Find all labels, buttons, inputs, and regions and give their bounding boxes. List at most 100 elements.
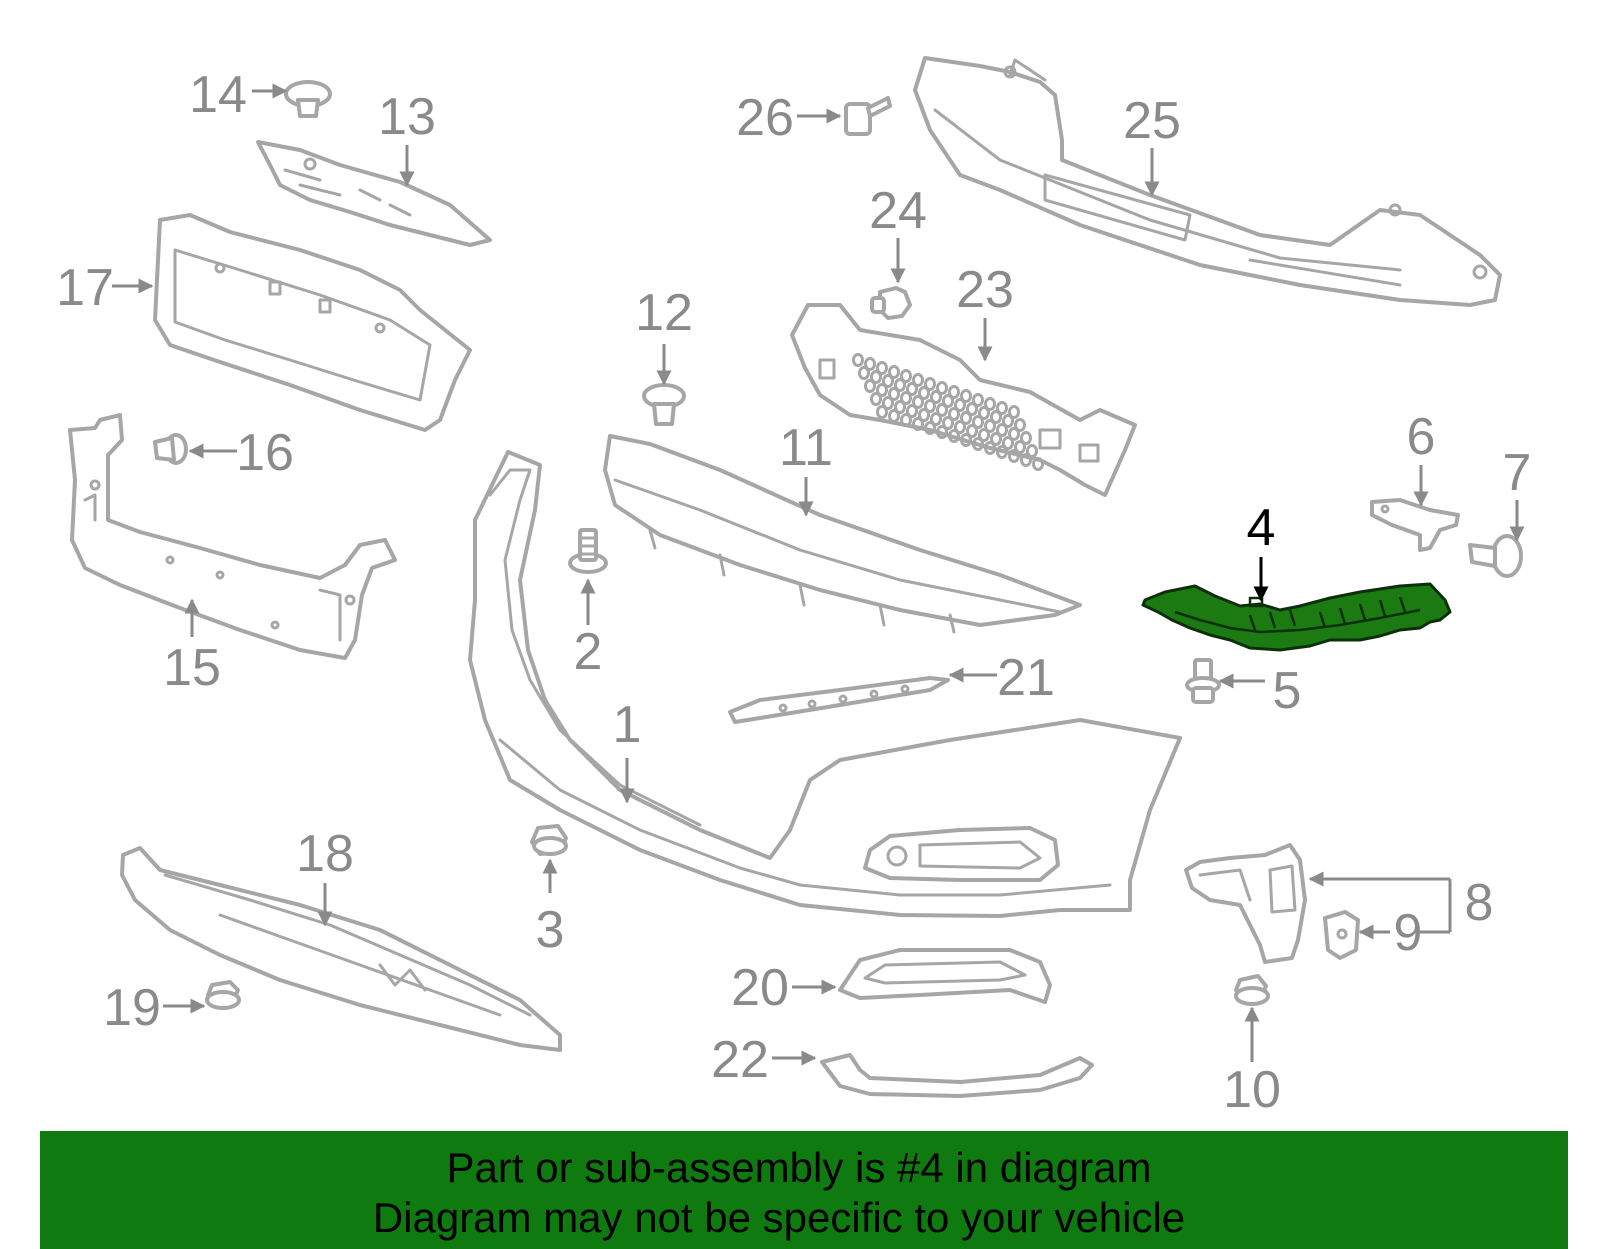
- mesh-hole: [918, 408, 930, 422]
- mesh-hole: [954, 420, 966, 434]
- part-11-grille-strip: [603, 434, 1082, 634]
- mesh-hole: [1026, 444, 1038, 458]
- part-7-push-clip: [1468, 534, 1523, 578]
- part-5-bolt: [1185, 658, 1221, 704]
- mesh-hole: [960, 389, 972, 403]
- banner-line-disclaimer: Diagram may not be specific to your vehi…: [372, 1194, 1186, 1241]
- mesh-hole: [960, 411, 972, 425]
- mesh-hole: [906, 382, 918, 396]
- callout-15: 15: [163, 639, 221, 697]
- mesh-hole: [864, 357, 876, 371]
- mesh-hole: [984, 441, 996, 455]
- callout-22: 22: [711, 1031, 769, 1089]
- mesh-hole: [936, 381, 948, 395]
- mesh-hole: [1014, 418, 1026, 432]
- callout-24: 24: [869, 182, 927, 240]
- part-10-clip: [1234, 974, 1270, 1006]
- callout-8: 8: [1465, 874, 1494, 932]
- banner-line-part-number: Part or sub-assembly is #4 in diagram: [446, 1144, 1152, 1191]
- mesh-hole: [966, 424, 978, 438]
- mesh-hole: [948, 407, 960, 421]
- part-26-bolt: [844, 96, 892, 136]
- callout-11: 11: [779, 419, 833, 477]
- mesh-hole: [978, 406, 990, 420]
- part-4-highlighted-bracket: [1141, 582, 1452, 652]
- part-8-side-bracket: [1184, 843, 1307, 964]
- callout-14: 14: [189, 66, 247, 124]
- mesh-hole: [924, 377, 936, 391]
- callout-25: 25: [1123, 92, 1181, 150]
- part-25-bumper-beam: [913, 56, 1502, 307]
- callout-26: 26: [736, 89, 794, 147]
- mesh-hole: [1032, 457, 1044, 471]
- mesh-hole: [912, 395, 924, 409]
- part-6-bracket: [1370, 498, 1460, 552]
- mesh-hole: [900, 391, 912, 405]
- mesh-hole: [858, 366, 870, 380]
- mesh-hole: [882, 396, 894, 410]
- callout-9: 9: [1394, 904, 1423, 962]
- mesh-hole: [996, 401, 1008, 415]
- callout-20: 20: [731, 959, 789, 1017]
- mesh-hole: [948, 429, 960, 443]
- callout-labels: 1 2 3 4 5 6 7 8 9 10 11 12 13 14 16 15 1…: [56, 66, 1531, 1119]
- part-21-trim-strip: [728, 676, 950, 724]
- mesh-hole: [978, 428, 990, 442]
- callout-3: 3: [536, 901, 565, 959]
- mesh-hole: [1020, 453, 1032, 467]
- mesh-hole: [882, 374, 894, 388]
- callout-6: 6: [1407, 408, 1436, 466]
- part-3-clip: [530, 824, 568, 856]
- leader-lines: [112, 83, 1525, 1066]
- mesh-hole: [972, 437, 984, 451]
- part-17-support-panel: [153, 213, 472, 432]
- mesh-hole: [984, 419, 996, 433]
- mesh-hole: [1002, 414, 1014, 428]
- mesh-hole: [894, 378, 906, 392]
- part-19-clip: [205, 980, 241, 1010]
- mesh-hole: [996, 445, 1008, 459]
- mesh-hole: [984, 397, 996, 411]
- mesh-hole: [990, 432, 1002, 446]
- part-24-clip: [870, 286, 912, 320]
- callout-2: 2: [574, 623, 603, 681]
- part-22-lower-trim: [820, 1053, 1094, 1098]
- mesh-hole: [912, 373, 924, 387]
- callout-7: 7: [1503, 444, 1532, 502]
- mesh-hole: [888, 387, 900, 401]
- mesh-hole: [888, 409, 900, 423]
- mesh-hole: [960, 433, 972, 447]
- mesh-hole: [954, 398, 966, 412]
- mesh-hole: [972, 393, 984, 407]
- mesh-hole: [936, 403, 948, 417]
- callout-13: 13: [378, 88, 436, 146]
- mesh-hole: [900, 413, 912, 427]
- mesh-hole: [930, 390, 942, 404]
- mesh-hole: [972, 415, 984, 429]
- mesh-holes: [852, 353, 1044, 471]
- mesh-hole: [930, 412, 942, 426]
- mesh-hole: [924, 399, 936, 413]
- mesh-hole: [936, 425, 948, 439]
- mesh-hole: [966, 402, 978, 416]
- callout-23: 23: [956, 261, 1014, 319]
- callout-16: 16: [236, 424, 294, 482]
- part-12-clip: [642, 383, 686, 426]
- mesh-hole: [852, 353, 864, 367]
- mesh-hole: [996, 423, 1008, 437]
- mesh-hole: [1008, 405, 1020, 419]
- mesh-hole: [894, 400, 906, 414]
- part-1-bumper-cover: [468, 450, 1182, 918]
- callout-21: 21: [997, 649, 1055, 707]
- callout-1: 1: [613, 696, 642, 754]
- mesh-hole: [876, 383, 888, 397]
- mesh-hole: [912, 417, 924, 431]
- callout-18: 18: [296, 825, 354, 883]
- mesh-hole: [888, 365, 900, 379]
- callout-5: 5: [1273, 662, 1302, 720]
- mesh-hole: [942, 416, 954, 430]
- callout-19: 19: [103, 979, 161, 1037]
- callout-12: 12: [635, 284, 693, 342]
- callout-4-highlighted: 4: [1247, 499, 1276, 557]
